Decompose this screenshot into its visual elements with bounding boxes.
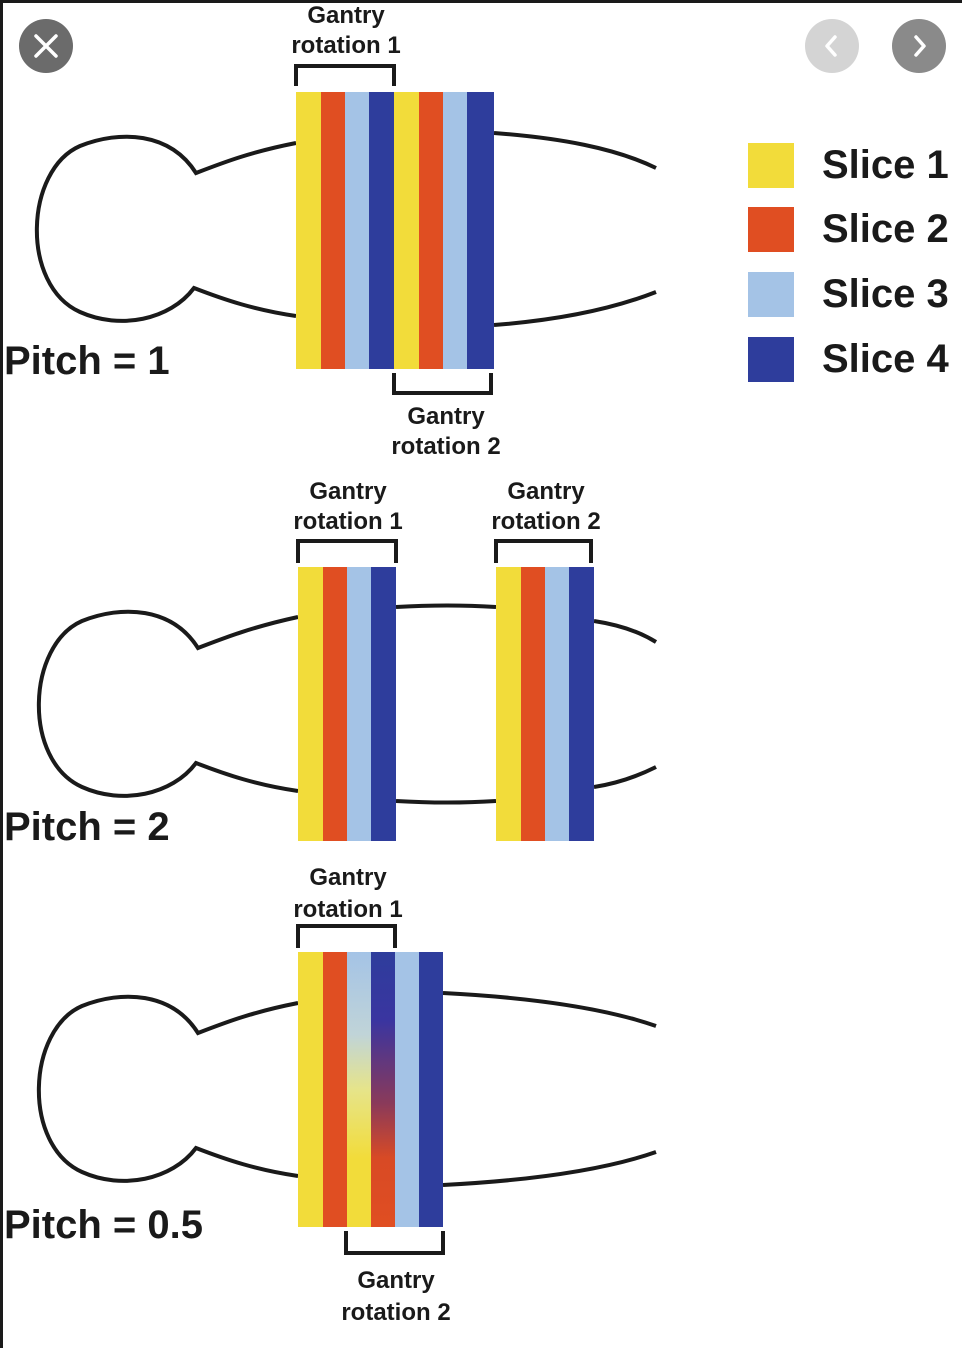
rotation-2-bracket [392,373,493,395]
panel-pitch-0-5: Gantry rotation 1 Gantry rotation 2 Pitc… [4,864,657,1326]
slice-bands-overlapping [298,952,443,1227]
rotation-1-label-line1: Gantry [309,864,387,891]
rotation-2-label-line1: Gantry [507,478,585,505]
rotation-2-bracket [344,1231,445,1255]
previous-image-button[interactable] [805,19,859,73]
close-icon [34,34,58,58]
legend-label-slice-2: Slice 2 [822,207,949,251]
legend-swatch-slice-3 [748,272,794,317]
close-button[interactable] [19,19,73,73]
rotation-1-bracket [296,924,397,948]
slice-bands-rotation-1 [298,567,396,841]
slice-bands-rotation-1 [296,92,394,369]
pitch-label: Pitch = 1 [4,339,170,383]
frame-border-top [0,0,962,3]
panel-pitch-2: Gantry rotation 1 Gantry rotation 2 Pitc… [4,478,658,849]
legend: Slice 1 Slice 2 Slice 3 Slice 4 [748,143,950,382]
legend-swatch-slice-4 [748,337,794,382]
pitch-label: Pitch = 2 [4,805,170,849]
frame-border-left [0,0,3,1348]
slice-bands-rotation-2 [496,567,594,841]
body-outline [36,991,657,1187]
rotation-1-label-line1: Gantry [307,2,385,29]
rotation-1-bracket [294,64,396,86]
legend-label-slice-4: Slice 4 [822,337,950,381]
rotation-1-label-line1: Gantry [309,478,387,505]
rotation-2-label-line2: rotation 2 [341,1299,450,1326]
rotation-2-label-line1: Gantry [357,1267,435,1294]
body-outline [36,603,658,805]
rotation-1-label-line2: rotation 1 [293,508,402,535]
legend-label-slice-1: Slice 1 [822,143,949,187]
body-outline [34,131,657,327]
legend-label-slice-3: Slice 3 [822,272,949,316]
rotation-2-bracket [494,539,593,563]
pitch-label: Pitch = 0.5 [4,1203,203,1247]
rotation-1-label-line2: rotation 1 [291,32,400,59]
chevron-right-icon [914,35,926,57]
chevron-left-icon [825,35,837,57]
next-image-button[interactable] [892,19,946,73]
rotation-2-label-line1: Gantry [407,403,485,430]
rotation-1-bracket [296,539,398,563]
rotation-1-label-line2: rotation 1 [293,896,402,923]
legend-swatch-slice-2 [748,207,794,252]
rotation-2-label-line2: rotation 2 [391,433,500,460]
slice-bands-rotation-2 [394,92,494,369]
rotation-2-label-line2: rotation 2 [491,508,600,535]
legend-swatch-slice-1 [748,143,794,188]
panel-pitch-1: Gantry rotation 1 Gantry rotation 2 Pitc… [4,2,657,460]
